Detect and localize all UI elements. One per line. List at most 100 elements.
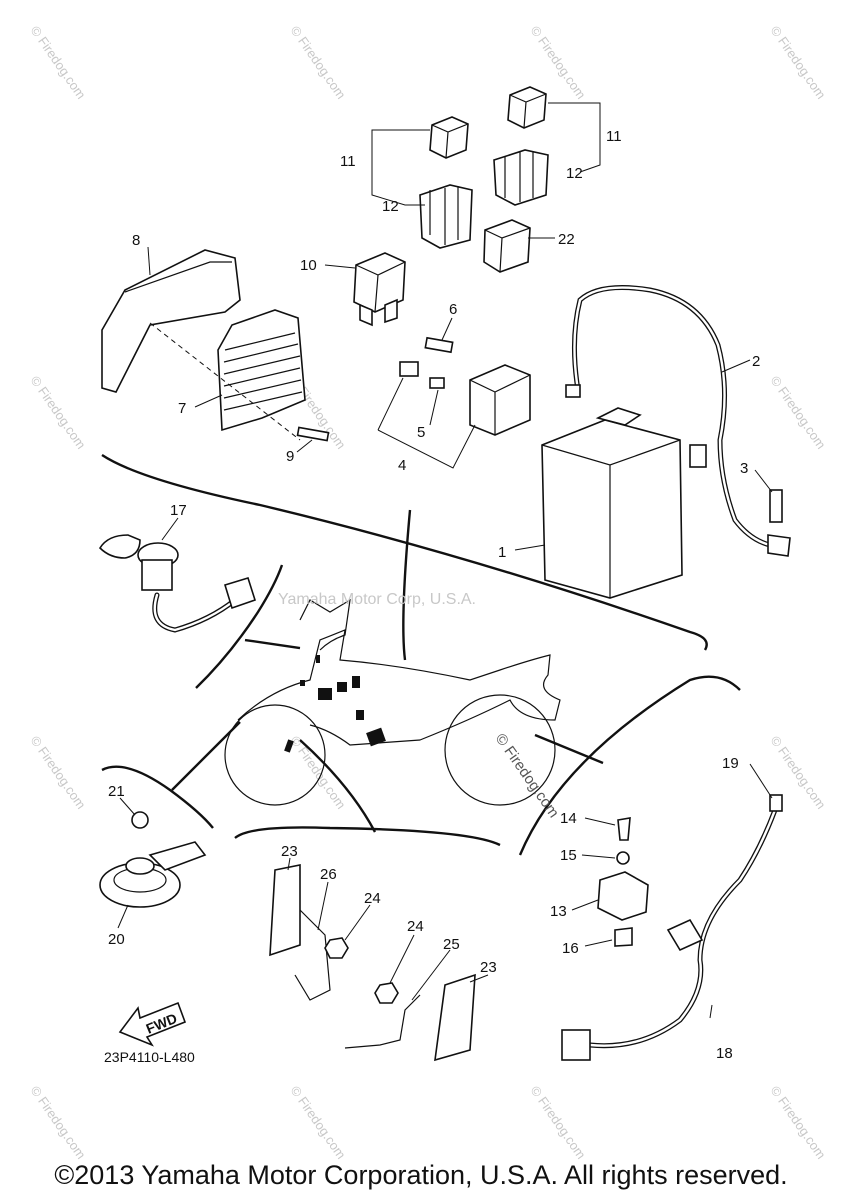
callout-24-right: 24 xyxy=(407,918,424,935)
callout-10: 10 xyxy=(300,257,317,274)
bracket-4 xyxy=(377,377,476,469)
watermark-tile: © Firedog.com xyxy=(528,1083,589,1162)
callout-9: 9 xyxy=(286,448,294,465)
part-reflector-right xyxy=(344,934,489,1062)
cable-18-connector xyxy=(666,918,704,952)
top-section-outline xyxy=(101,453,708,651)
bracket-11-12-right xyxy=(548,102,601,173)
callout-22: 22 xyxy=(558,231,575,248)
horn-cap xyxy=(125,857,155,875)
leader-18 xyxy=(709,1004,713,1019)
part-relay-10 xyxy=(324,252,406,327)
callout-12-right: 12 xyxy=(566,165,583,182)
part-relay-22 xyxy=(483,219,555,273)
mount-line xyxy=(149,322,301,441)
callout-13: 13 xyxy=(550,903,567,920)
callout-16: 16 xyxy=(562,940,579,957)
watermark-tile: © Firedog.com xyxy=(28,373,89,452)
holder-12-slots xyxy=(504,152,534,202)
callout-11-right: 11 xyxy=(606,128,622,145)
callout-20: 20 xyxy=(108,931,125,948)
leader-socket xyxy=(244,638,301,650)
socket-wire-outer xyxy=(152,592,238,633)
callout-15: 15 xyxy=(560,847,577,864)
callout-3: 3 xyxy=(740,460,748,477)
leader-19 xyxy=(749,763,773,799)
cable-2-inner xyxy=(573,286,772,547)
reflector-section-outline xyxy=(234,826,501,847)
location-mark xyxy=(300,680,305,686)
cable-18-plug xyxy=(561,1029,591,1061)
horn-bracket xyxy=(148,841,207,871)
location-mark xyxy=(356,710,364,720)
callout-23-left: 23 xyxy=(281,843,298,860)
socket-lid xyxy=(98,534,141,559)
starter-relay-body xyxy=(469,364,531,436)
bike-handlebar xyxy=(299,598,351,651)
leader-16 xyxy=(584,939,613,947)
leader-17 xyxy=(161,517,179,541)
relay-11-body xyxy=(429,116,469,159)
relay-11-edges xyxy=(509,93,547,129)
part-starter-relay xyxy=(377,317,531,469)
callout-5: 5 xyxy=(417,424,425,441)
location-mark xyxy=(316,655,320,663)
location-mark xyxy=(284,739,294,753)
leader-1 xyxy=(514,544,546,551)
part-relay-11-right xyxy=(493,86,601,206)
leader-ground xyxy=(534,733,604,765)
holder-12-body xyxy=(419,184,473,249)
bolt-19 xyxy=(769,794,783,812)
starter-relay-edges xyxy=(469,374,531,435)
callout-2: 2 xyxy=(752,353,760,370)
socket-connector xyxy=(224,577,256,610)
horn-socket-outline xyxy=(195,564,284,689)
bolt-21 xyxy=(131,811,149,829)
leader-24-right xyxy=(389,934,415,984)
callout-labels: 1 2 3 4 5 6 7 8 9 10 11 11 12 12 13 14 1… xyxy=(108,128,760,1062)
bolt-6 xyxy=(424,336,454,354)
callout-24-left: 24 xyxy=(364,890,381,907)
nut-24-left xyxy=(324,937,349,959)
leader-24-left xyxy=(344,904,371,941)
callout-1: 1 xyxy=(498,544,506,561)
callout-14: 14 xyxy=(560,810,577,827)
leader-26 xyxy=(317,881,329,931)
fuse-small xyxy=(399,361,419,377)
fwd-arrow: FWD xyxy=(118,1001,187,1047)
leader-25 xyxy=(411,949,451,1001)
relay-10-legs xyxy=(359,298,398,327)
bracket-25 xyxy=(344,994,421,1049)
rectifier-fins xyxy=(223,332,303,411)
holder-12-body xyxy=(493,149,549,206)
rear-wheel xyxy=(444,694,556,806)
leader-13 xyxy=(571,899,599,911)
callout-21: 21 xyxy=(108,783,125,800)
socket-body xyxy=(141,559,173,591)
fwd-arrow-shape xyxy=(118,1001,187,1047)
watermark-tile: © Firedog.com xyxy=(768,1083,829,1162)
leader-9 xyxy=(296,439,313,453)
callout-18: 18 xyxy=(716,1045,733,1062)
bolt-9 xyxy=(296,426,330,442)
watermark-tile: © Firedog.com xyxy=(28,23,89,102)
part-relay-11-left xyxy=(371,116,473,249)
callout-6: 6 xyxy=(449,301,457,318)
motorcycle-silhouette xyxy=(224,598,561,806)
section-outlines xyxy=(101,453,741,856)
part-battery xyxy=(514,407,683,599)
leader-7 xyxy=(194,394,223,408)
leader-5 xyxy=(429,389,439,426)
sensor-13 xyxy=(597,871,649,921)
leader-23-left xyxy=(287,857,291,871)
part-horn xyxy=(99,797,207,929)
location-mark xyxy=(337,682,347,692)
cover-edge xyxy=(124,261,232,293)
part-rectifier xyxy=(149,309,330,453)
watermark-tile: © Firedog.com xyxy=(28,1083,89,1162)
bracket-26 xyxy=(294,909,331,1001)
cable-2-terminal xyxy=(767,534,791,557)
leader-10 xyxy=(324,264,356,269)
part-cover xyxy=(101,246,241,393)
